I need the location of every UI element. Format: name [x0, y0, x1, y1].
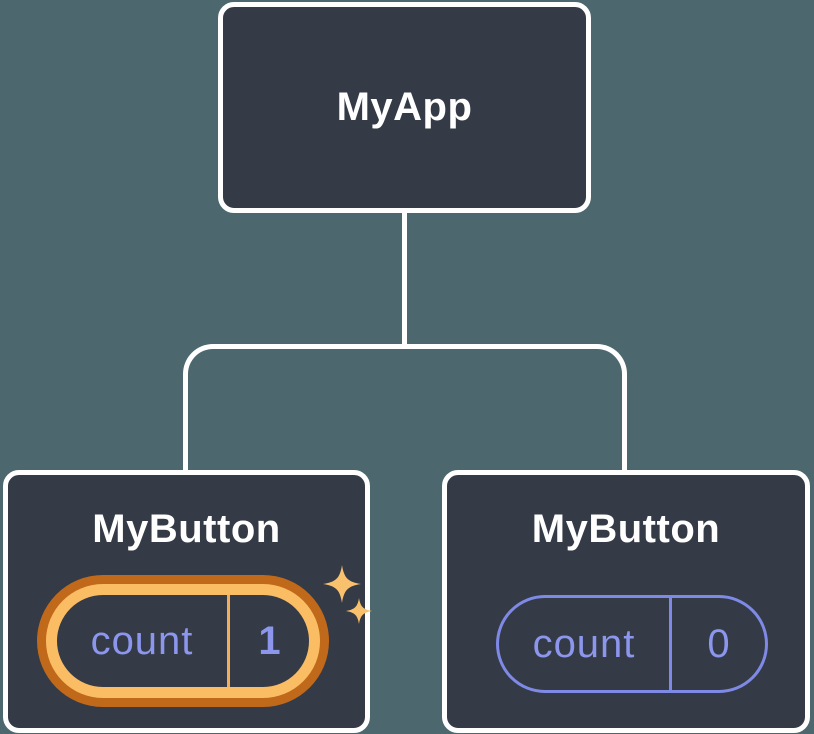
- state-name-cell: count: [57, 595, 227, 687]
- state-value-cell: 0: [672, 598, 765, 690]
- state-name: count: [532, 621, 636, 666]
- child-node-right-label: MyButton: [531, 507, 721, 551]
- state-pill-divider: [669, 598, 672, 690]
- connector-root-stem: [402, 213, 407, 348]
- child-node-left-label: MyButton: [92, 507, 281, 551]
- state-name: count: [90, 618, 194, 663]
- sparkles-icon: [323, 565, 372, 624]
- state-value-cell: 1: [230, 595, 309, 687]
- root-node-label: MyApp: [336, 85, 473, 129]
- state-value: 0: [707, 621, 730, 666]
- state-value: 1: [258, 618, 281, 663]
- root-node: MyApp: [218, 2, 591, 213]
- child-node-left: MyButton count 1: [3, 470, 372, 733]
- child-node-right: MyButton count 0: [442, 470, 810, 733]
- state-pill-body: count 1: [57, 595, 309, 687]
- connector-branch-bracket: [183, 344, 627, 471]
- state-pill-divider: [227, 595, 230, 687]
- state-pill-plain: count 0: [496, 595, 768, 693]
- state-name-cell: count: [499, 598, 669, 690]
- state-pill-glow-ring: count 1: [46, 584, 320, 698]
- state-pill-highlighted: count 1: [37, 575, 329, 707]
